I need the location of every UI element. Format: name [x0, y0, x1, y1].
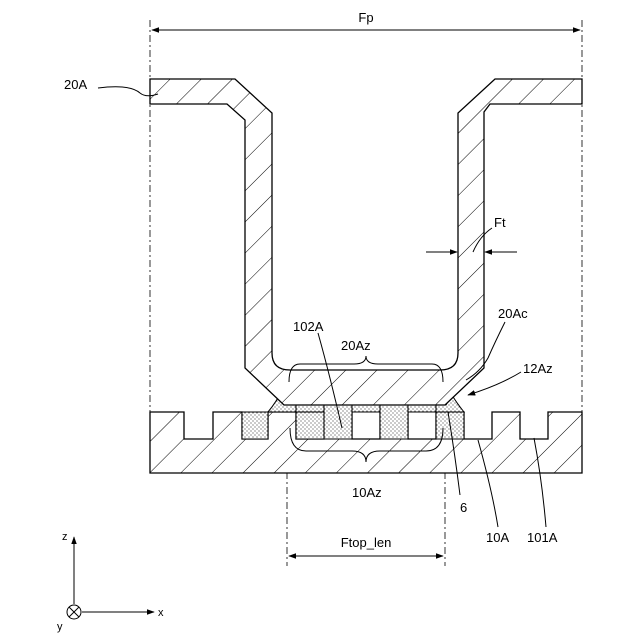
y-axis-label: y [57, 621, 63, 633]
fin-joint-label: 12Az [523, 361, 553, 376]
x-axis-label: x [158, 607, 164, 619]
base-label: 10A [486, 530, 509, 545]
coordinate-axes: z x y [57, 531, 164, 633]
fp-label: Fp [358, 10, 373, 25]
z-axis-label: z [62, 531, 68, 543]
fin-leader [98, 87, 158, 96]
fin-label: 20A [64, 77, 87, 92]
fin-corner-label: 20Ac [498, 306, 528, 321]
fin-bottom-label: 20Az [341, 338, 371, 353]
groove-label: 101A [527, 530, 558, 545]
base-region-label: 10Az [352, 485, 382, 500]
ftop-len-label: Ftop_len [341, 535, 392, 550]
six-label: 6 [460, 500, 467, 515]
solder-label: 102A [293, 319, 324, 334]
ft-label: Ft [494, 215, 506, 230]
base-plate [150, 412, 582, 473]
